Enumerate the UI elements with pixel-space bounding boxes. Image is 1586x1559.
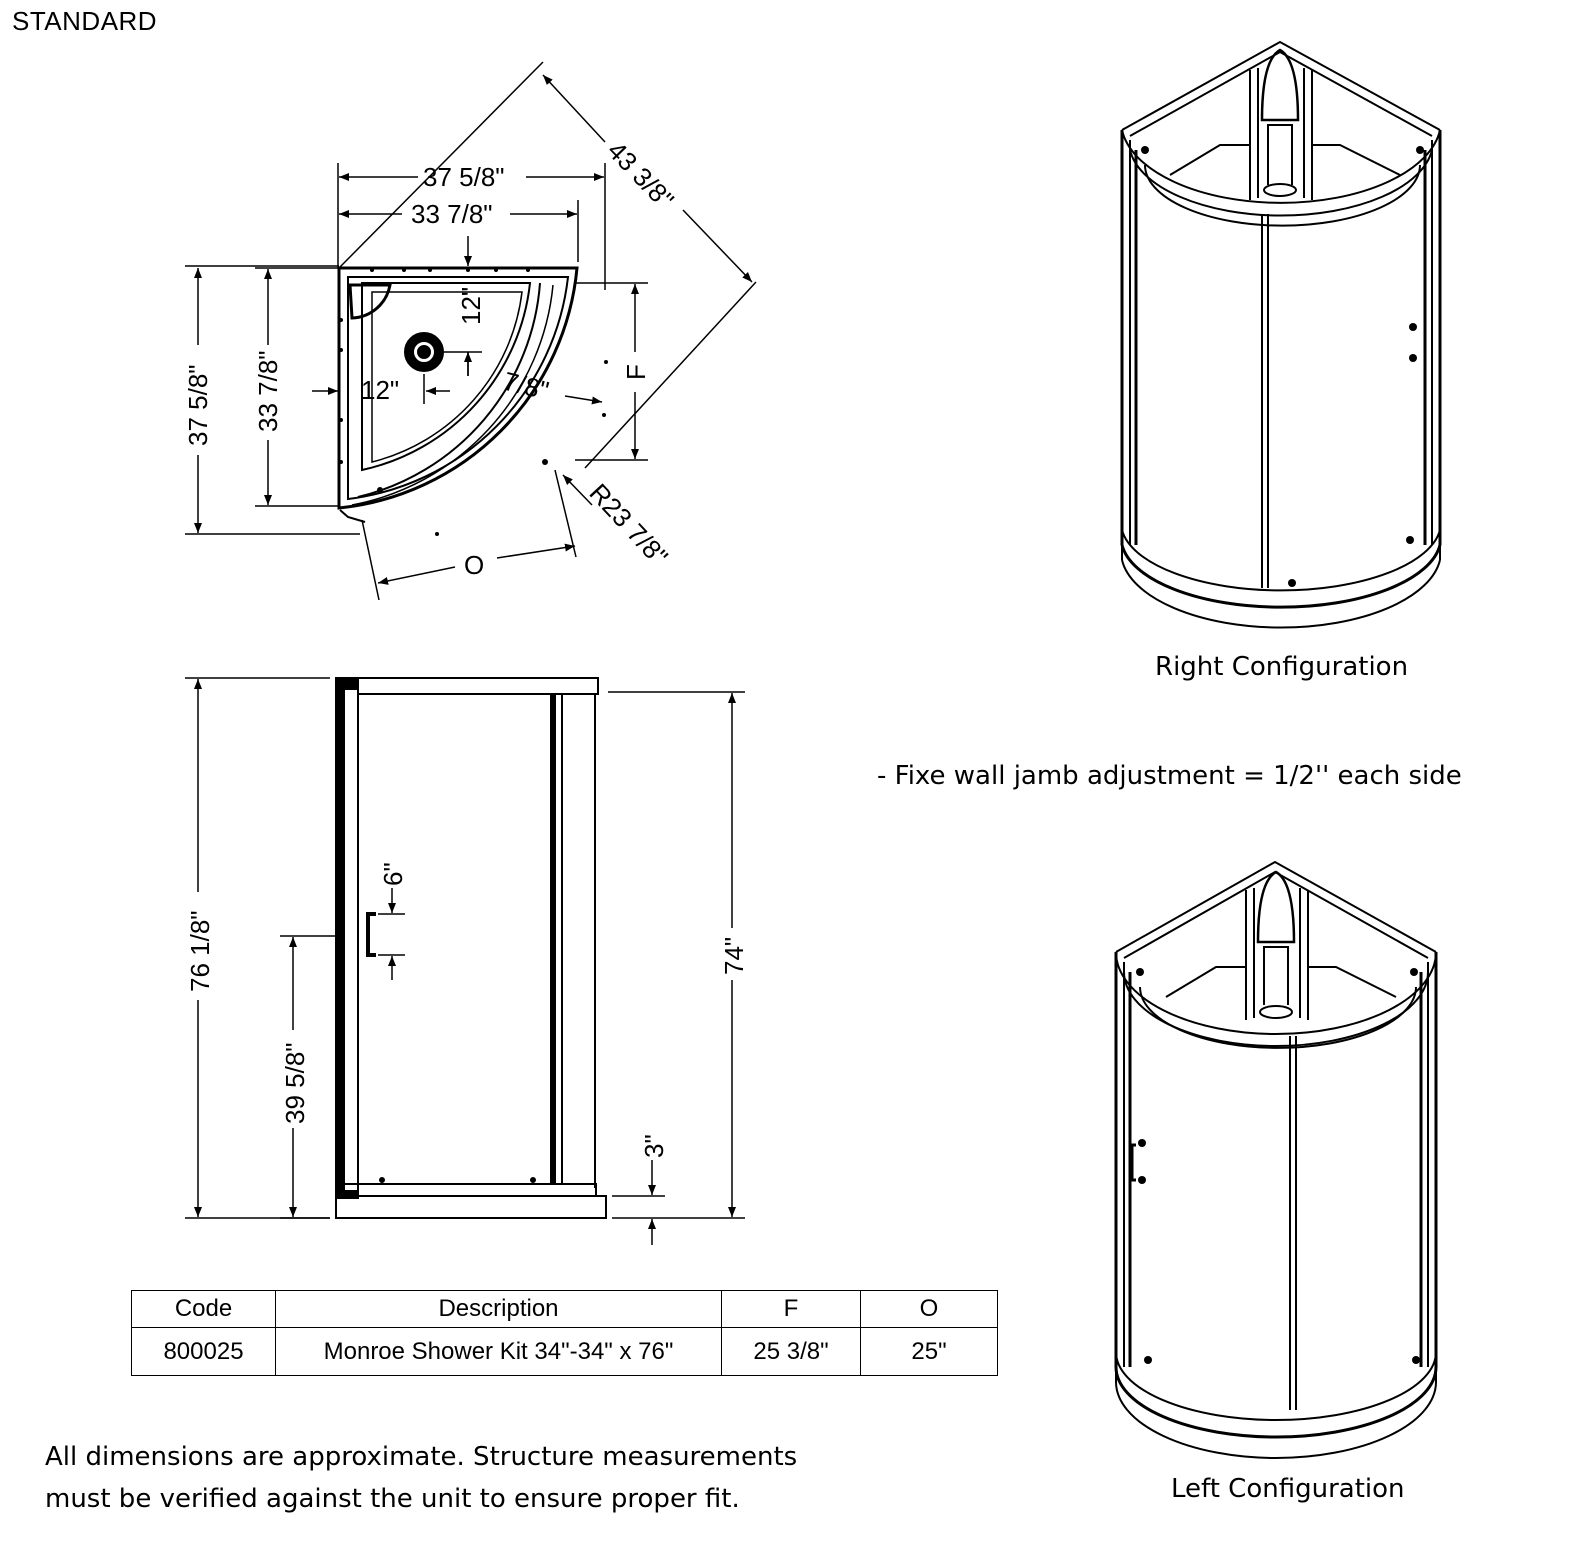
dim-outer-width: 37 5/8" <box>423 162 505 192</box>
cell-description: Monroe Shower Kit 34"-34" x 76" <box>275 1327 722 1376</box>
dim-total-height: 76 1/8" <box>185 910 215 992</box>
dim-door-height: 74" <box>719 937 749 975</box>
header-code: Code <box>131 1290 276 1328</box>
right-configuration-label: Right Configuration <box>1155 652 1409 682</box>
wall-jamb-adjustment-note: - Fixe wall jamb adjustment = 1/2'' each… <box>877 761 1462 791</box>
cell-O: 25" <box>860 1327 998 1376</box>
dim-handle-length: 6" <box>378 862 408 886</box>
dim-F: F <box>621 364 651 380</box>
cell-code: 800025 <box>131 1327 276 1376</box>
dim-outer-depth: 37 5/8" <box>183 364 213 446</box>
table-row: 800025 Monroe Shower Kit 34"-34" x 76" 2… <box>131 1327 998 1376</box>
left-configuration-illustration <box>1114 860 1438 1459</box>
left-configuration-label: Left Configuration <box>1171 1474 1405 1504</box>
table-header-row: Code Description F O <box>131 1290 998 1328</box>
corner-shelf <box>348 283 392 320</box>
header-O: O <box>860 1290 998 1328</box>
dim-radius: R23 7/8" <box>584 478 674 572</box>
header-F: F <box>721 1290 861 1328</box>
cell-F: 25 3/8" <box>721 1327 861 1376</box>
dim-O: O <box>464 550 484 580</box>
dim-drain-from-back: 12" <box>456 287 486 325</box>
dim-inner-width: 33 7/8" <box>411 199 493 229</box>
shower-tray-outline <box>337 266 579 510</box>
disclaimer-line-1: All dimensions are approximate. Structur… <box>45 1442 798 1472</box>
dim-diagonal: 43 3/8" <box>602 135 680 214</box>
right-configuration-illustration <box>1120 40 1442 629</box>
product-table: Code Description F O 800025 Monroe Showe… <box>131 1290 998 1376</box>
plan-view <box>185 61 757 601</box>
disclaimer-note: All dimensions are approximate. Structur… <box>45 1436 797 1520</box>
dim-drain-from-side: 12" <box>361 375 399 405</box>
dim-base-height: 3" <box>639 1134 669 1158</box>
door-handle-icon <box>366 912 376 957</box>
elevation-view <box>185 677 745 1245</box>
page-title: STANDARD <box>12 6 158 36</box>
dim-inner-depth: 33 7/8" <box>253 350 283 432</box>
dim-handle-height: 39 5/8" <box>280 1042 310 1124</box>
disclaimer-line-2: must be verified against the unit to ens… <box>45 1484 740 1514</box>
header-description: Description <box>275 1290 722 1328</box>
